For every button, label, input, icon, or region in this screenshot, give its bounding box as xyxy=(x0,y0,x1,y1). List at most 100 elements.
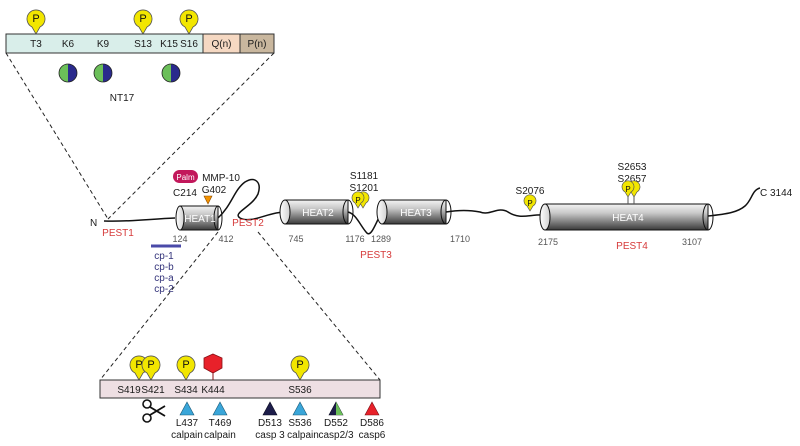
svg-text:P: P xyxy=(625,185,630,194)
s1181-label: S1181 xyxy=(350,171,379,182)
cleavage-enzyme-label: calpain xyxy=(204,430,236,441)
svg-text:P: P xyxy=(527,199,532,208)
site-label: S16 xyxy=(180,39,198,50)
acetylation-ubiquitination-icon xyxy=(58,63,78,83)
casp2-3-cleavage-icon xyxy=(328,401,344,416)
svg-text:HEAT1: HEAT1 xyxy=(184,214,216,225)
n-terminal-detail: Q(n) P(n) T3 K6 K9 S13 K15 S16 P P P xyxy=(5,9,275,104)
residue-number: 745 xyxy=(288,234,303,244)
cleavage-enzyme-label: calpain xyxy=(287,430,319,441)
cp-fragment-label: cp-b xyxy=(154,262,174,273)
svg-text:P: P xyxy=(139,13,146,25)
casp3-cleavage-icon xyxy=(262,401,278,416)
svg-text:HEAT4: HEAT4 xyxy=(612,213,644,224)
zoom-line xyxy=(99,231,219,381)
heat-domain: HEAT4 xyxy=(539,203,714,231)
pest-label: PEST2 xyxy=(232,218,264,229)
phospho-icon: P xyxy=(176,355,196,381)
cleavage-enzyme-label: casp 3 xyxy=(255,430,285,441)
calpain-cleavage-icon xyxy=(179,401,195,416)
site-label: S536 xyxy=(288,385,312,396)
site-label: S419 xyxy=(117,385,141,396)
site-label: K444 xyxy=(201,385,225,396)
residue-number: 1289 xyxy=(371,234,391,244)
phospho-icon: P xyxy=(523,194,537,212)
svg-text:P: P xyxy=(32,13,39,25)
phospho-icon: P xyxy=(133,9,153,35)
n-terminus-label: N xyxy=(90,218,97,229)
phospho-icon: P xyxy=(351,191,365,209)
site-label: S13 xyxy=(134,39,152,50)
s2657-label: S2657 xyxy=(618,174,647,185)
cleavage-enzyme-label: calpain xyxy=(171,430,203,441)
mmp10-cleavage-icon xyxy=(203,195,213,205)
sumoylation-icon xyxy=(203,353,223,380)
cleavage-site-label: D586 xyxy=(360,418,384,429)
pest-label: PEST3 xyxy=(360,250,392,261)
zoom-line xyxy=(5,52,109,220)
residue-number: 2175 xyxy=(538,237,558,247)
zoom-line xyxy=(257,231,381,381)
s2653-label: S2653 xyxy=(618,162,647,173)
cp-fragment-label: cp-1 xyxy=(154,251,174,262)
svg-text:P: P xyxy=(147,359,154,371)
svg-text:HEAT2: HEAT2 xyxy=(302,208,334,219)
g402-label: G402 xyxy=(202,185,227,196)
pest-label: PEST4 xyxy=(616,241,648,252)
phospho-icon: P xyxy=(141,355,161,381)
calpain-cleavage-icon xyxy=(212,401,228,416)
polyp-label: P(n) xyxy=(248,39,267,50)
nt17-label: NT17 xyxy=(110,93,135,104)
residue-number: 1710 xyxy=(450,234,470,244)
svg-text:P: P xyxy=(135,359,142,371)
residue-number: 1176 xyxy=(345,234,364,244)
residue-number: 3107 xyxy=(682,237,702,247)
svg-text:HEAT3: HEAT3 xyxy=(400,208,432,219)
s1201-label: S1201 xyxy=(350,183,379,194)
palmitoylation-icon: Palm xyxy=(173,170,198,183)
cp-fragment-label: cp-a xyxy=(154,273,174,284)
cleavage-enzyme-label: casp6 xyxy=(359,430,386,441)
site-label: K6 xyxy=(62,39,75,50)
svg-text:P: P xyxy=(182,359,189,371)
svg-text:Palm: Palm xyxy=(176,173,195,182)
svg-text:P: P xyxy=(185,13,192,25)
s2076-label: S2076 xyxy=(516,186,545,197)
heat-domain: HEAT2 xyxy=(279,199,354,225)
cleavage-site-label: S536 xyxy=(288,418,312,429)
phospho-icon: P xyxy=(26,9,46,35)
polyq-label: Q(n) xyxy=(212,39,232,50)
phospho-icon: P xyxy=(179,9,199,35)
heat-domain: HEAT3 xyxy=(376,199,452,225)
c214-label: C214 xyxy=(173,188,197,199)
cleavage-site-label: T469 xyxy=(209,418,232,429)
pest2-detail: S419 S421 S434 K444 S536 P P P P xyxy=(99,353,381,399)
acetylation-ubiquitination-icon xyxy=(161,63,181,83)
pest-label: PEST1 xyxy=(102,228,134,239)
cleavage-enzyme-label: casp2/3 xyxy=(318,430,353,441)
site-label: K9 xyxy=(97,39,110,50)
svg-text:P: P xyxy=(355,196,360,205)
protein-backbone xyxy=(103,178,761,235)
calpain-cleavage-icon xyxy=(292,401,308,416)
cleavage-site-label: D513 xyxy=(258,418,282,429)
site-label: S421 xyxy=(141,385,165,396)
site-label: S434 xyxy=(174,385,198,396)
cleavage-site-label: D552 xyxy=(324,418,348,429)
polyp-box xyxy=(239,33,275,54)
site-label: T3 xyxy=(30,39,42,50)
casp6-cleavage-icon xyxy=(364,401,380,416)
scissors-icon xyxy=(142,399,166,423)
cp-fragment-label: cp-2 xyxy=(154,284,174,295)
heat-domain: HEAT1 xyxy=(175,205,223,231)
residue-number: 412 xyxy=(218,234,233,244)
pest2-bar xyxy=(99,379,381,399)
mmp10-label: MMP-10 xyxy=(202,173,240,184)
phospho-icon: P xyxy=(621,180,635,198)
svg-text:P: P xyxy=(296,359,303,371)
site-label: K15 xyxy=(160,39,178,50)
acetylation-ubiquitination-icon xyxy=(93,63,113,83)
residue-number: 124 xyxy=(172,234,187,244)
c-terminus-label: C 3144 xyxy=(760,188,793,199)
